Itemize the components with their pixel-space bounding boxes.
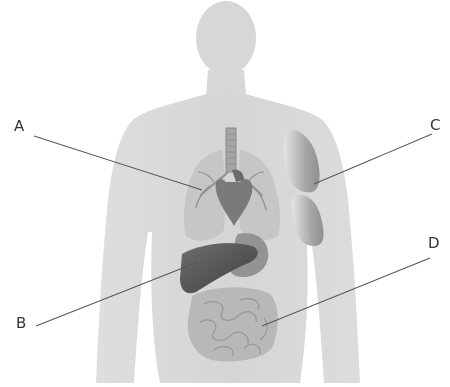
intestines bbox=[188, 287, 278, 361]
label-b: B bbox=[16, 316, 26, 331]
label-c: C bbox=[430, 118, 440, 133]
label-d: D bbox=[428, 236, 440, 251]
label-a: A bbox=[14, 119, 24, 134]
